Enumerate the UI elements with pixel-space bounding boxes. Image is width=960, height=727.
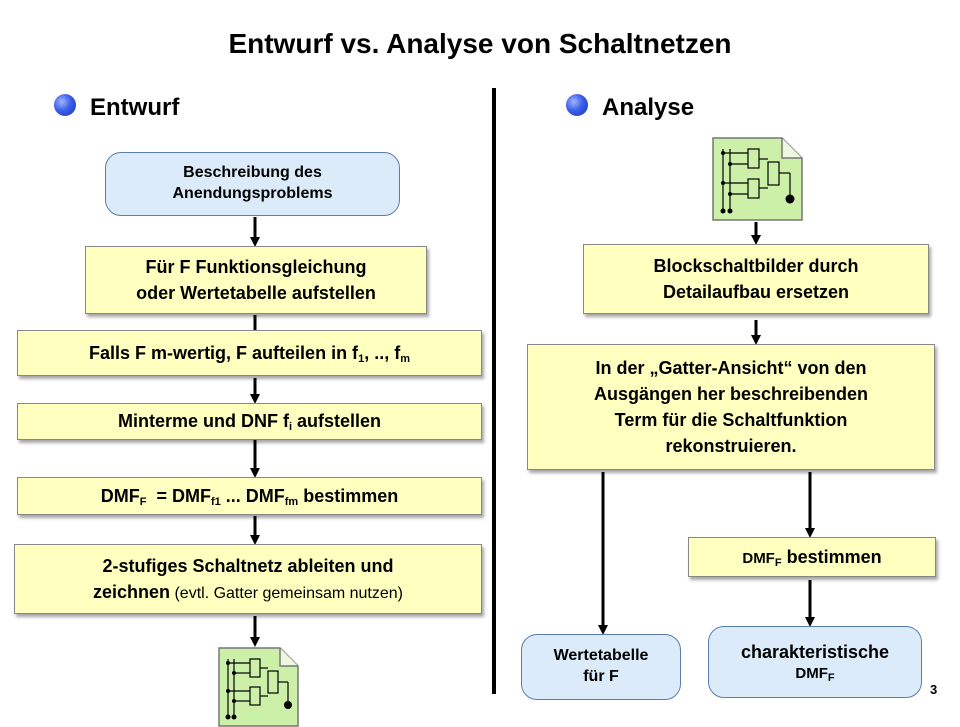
bullet-analyse-icon (566, 94, 588, 116)
result-wertetabelle: Wertetabelle für F (521, 634, 681, 700)
heading-analyse: Analyse (602, 94, 695, 121)
step2-text: Falls F m-wertig, F aufteilen in f1, ..,… (89, 342, 410, 365)
start-line-1: Beschreibung des (183, 164, 322, 182)
result-charakteristische-dmf: charakteristische DMFF (708, 626, 922, 698)
page-title: Entwurf vs. Analyse von Schaltnetzen (228, 28, 732, 59)
wertetabelle-line-2: für F (583, 668, 619, 685)
r1-line-1: Blockschaltbilder durch (653, 255, 859, 276)
charakteristisch-line-2: DMFF (795, 664, 835, 684)
charakteristisch-line-1: charakteristische (740, 641, 890, 662)
r3-text: DMFF bestimmen (742, 546, 882, 569)
r1-line-2: Detailaufbau ersetzen (662, 282, 850, 302)
wertetabelle-line-1: Wertetabelle (553, 647, 649, 665)
step1-line-2: oder Wertetabelle aufstellen (136, 283, 376, 303)
heading-entwurf: Entwurf (90, 94, 180, 121)
column-divider (492, 88, 496, 694)
step4-text: DMFF = DMFf1 ... DMFfm bestimmen (100, 485, 399, 508)
bullet-entwurf-icon (54, 94, 76, 116)
step3-text: Minterme und DNF fi aufstellen (117, 411, 382, 434)
r2-line-3: Term für die Schaltfunktion (614, 410, 848, 430)
page-number: 3 (930, 682, 938, 697)
step-dmf-bestimmen: DMFF = DMFf1 ... DMFfm bestimmen (17, 477, 482, 515)
step-minterme: Minterme und DNF fi aufstellen (17, 403, 482, 440)
step5-line-2: zeichnen (evtl. Gatter gemeinsam nutzen) (92, 581, 403, 602)
step-blockschaltbilder: Blockschaltbilder durch Detailaufbau ers… (583, 244, 929, 314)
step-dmf-f-bestimmen: DMFF bestimmen (688, 537, 936, 577)
step-funktionsgleichung: Für F Funktionsgleichung oder Wertetabel… (85, 246, 427, 314)
circuit-document-icon (218, 647, 299, 727)
circuit-document-icon (712, 137, 803, 221)
start-line-2: Anendungsproblems (172, 185, 333, 202)
step-schaltnetz: 2-stufiges Schaltnetz ableiten und zeich… (14, 544, 482, 614)
start-box-beschreibung: Beschreibung des Anendungsproblems (105, 152, 400, 216)
r2-line-1: In der „Gatter-Ansicht“ von den (595, 357, 867, 378)
step-aufteilen: Falls F m-wertig, F aufteilen in f1, ..,… (17, 330, 482, 376)
r2-line-2: Ausgängen her beschreibenden (593, 383, 869, 404)
r2-line-4: rekonstruieren. (665, 436, 797, 457)
step-gatter-ansicht: In der „Gatter-Ansicht“ von den Ausgänge… (527, 344, 935, 470)
step1-line-1: Für F Funktionsgleichung (145, 256, 367, 277)
step5-line-1: 2-stufiges Schaltnetz ableiten und (102, 555, 394, 576)
